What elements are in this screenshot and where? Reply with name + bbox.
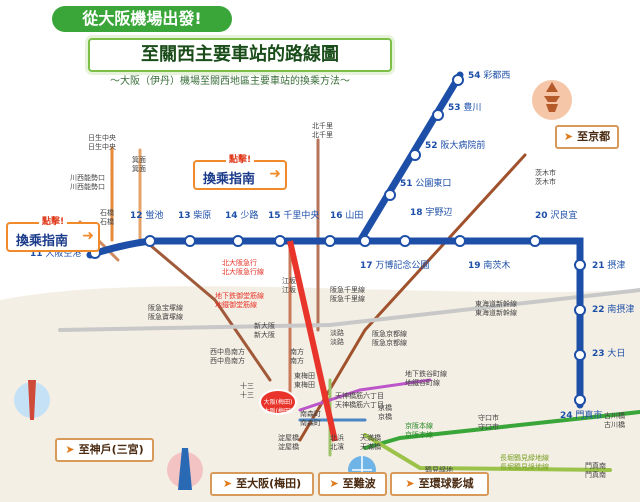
station-51: 51 公園東口 <box>400 177 451 189</box>
station-52: 52 阪大病院前 <box>425 139 485 151</box>
click-badge: 點擊! <box>225 152 255 165</box>
label-tanimachi: 地下鉄谷町線地鐵谷町線 <box>405 369 447 387</box>
to-namba-button[interactable]: ➤至難波 <box>318 472 387 496</box>
label-kitasenri: 北千里北千里 <box>312 121 333 139</box>
station-53: 53 豊川 <box>448 101 481 113</box>
station-24: 24 門真市 <box>560 409 602 421</box>
label-takarazuka: 阪急宝塚線阪急寶塚線 <box>148 303 183 321</box>
station-16: 16 山田 <box>330 210 363 221</box>
label-midosuji: 地下鉄御堂筋線地鐵御堂筋線 <box>215 291 264 309</box>
port-tower-icon <box>14 380 50 420</box>
station-21: 21 摂津 <box>592 259 625 271</box>
to-kyoto-button[interactable]: ➤至京都 <box>555 125 619 149</box>
label-moriguchi: 守口市守口市 <box>478 413 499 431</box>
to-usj-button[interactable]: ➤至環球影城 <box>390 472 489 496</box>
label-tenjin: 天神橋筋六丁目天神橋筋六丁目 <box>335 391 384 409</box>
arrow-right-icon: ➤ <box>563 130 574 143</box>
station-18: 18 宇野辺 <box>410 206 452 218</box>
label-ibaraki: 茨木市茨木市 <box>535 168 556 186</box>
station-15: 15 千里中央 <box>268 209 319 221</box>
transfer-guide-label: 換乘指南 <box>203 172 256 187</box>
label-mino: 箕面箕面 <box>132 155 146 173</box>
label-minamimori: 南森町南森町 <box>300 409 321 427</box>
label-senri-line: 阪急千里線阪急千里線 <box>330 285 365 303</box>
to-osaka-umeda-button[interactable]: ➤至大阪(梅田) <box>210 472 314 496</box>
transfer-guide-button-2[interactable]: 點擊! 換乘指南 ➜ <box>6 214 100 252</box>
label-kitahama: 北浜北濱 <box>330 433 344 451</box>
station-14: 14 少路 <box>225 209 258 221</box>
station-17: 17 万博記念公園 <box>360 259 429 271</box>
station-23: 23 大日 <box>592 347 625 359</box>
label-juso: 十三十三 <box>240 381 254 399</box>
label-kitakyu: 北大阪急行北大阪急行線 <box>222 258 264 276</box>
label-kyoto-line: 阪急京都線阪急京都線 <box>372 329 407 347</box>
umeda-highlight <box>259 389 297 415</box>
station-54: 54 彩都西 <box>468 70 510 81</box>
arrow-right-icon: ➤ <box>405 477 415 490</box>
label-umeda: 大阪(梅田)大阪(梅田) <box>264 398 293 415</box>
walking-icon: ➜ <box>82 228 94 244</box>
label-temmabashi: 天満橋天滿橋 <box>360 433 381 451</box>
label-nagahori: 長堀鶴見緑地線長堀鶴見綠地線 <box>500 453 549 471</box>
arrow-right-icon: ➤ <box>329 477 339 490</box>
label-tokaido: 東海道新幹線東海道新幹線 <box>475 299 517 317</box>
station-13: 13 柴原 <box>178 209 211 221</box>
label-shinosaka: 新大阪新大阪 <box>254 321 275 339</box>
station-22: 22 南摂津 <box>592 303 634 315</box>
arrow-right-icon: ➤ <box>222 477 233 490</box>
arrow-right-icon: ➤ <box>65 443 75 456</box>
label-hibino: 日生中央日生中央 <box>88 133 116 151</box>
label-nishinaka: 西中島南方西中島南方 <box>210 347 245 365</box>
label-yodoyabashi: 淀屋橋淀屋橋 <box>278 433 299 451</box>
station-20: 20 沢良宜 <box>535 209 577 221</box>
transfer-guide-label: 換乘指南 <box>16 234 69 249</box>
header-banner: 從大阪機場出發! <box>52 6 232 32</box>
pagoda-icon <box>532 80 572 120</box>
label-nankata: 南方南方 <box>290 347 304 365</box>
label-awaji: 淡路淡路 <box>330 328 344 346</box>
transfer-guide-button-1[interactable]: 點擊! 換乘指南 ➜ <box>193 152 287 190</box>
station-12: 12 蛍池 <box>130 209 163 221</box>
tower-icon <box>167 448 203 490</box>
label-keihan: 京阪本線京阪本線 <box>405 421 433 439</box>
page-subtitle: ～大阪（伊丹）機場至關西地區主要車站的換乘方法～ <box>110 76 350 87</box>
label-kyobashi: 京橋京橋 <box>378 403 392 421</box>
to-kobe-button[interactable]: ➤至神戶(三宮) <box>55 438 154 462</box>
walking-icon: ➜ <box>269 166 281 182</box>
label-furukawa: 古川橋古川橋 <box>604 411 625 429</box>
label-higashiumeda: 東梅田東梅田 <box>294 371 315 389</box>
label-kadoma-minami: 門真南門真南 <box>585 461 606 479</box>
label-kawanishi: 川西能勢口川西能勢口 <box>70 173 105 191</box>
station-19: 19 南茨木 <box>468 259 510 271</box>
page-title: 至關西主要車站的路線圖 <box>88 38 392 72</box>
click-badge: 點擊! <box>38 214 68 227</box>
label-esaka: 江坂江坂 <box>282 276 296 294</box>
label-ishibashi: 石橋石橋 <box>100 208 114 226</box>
